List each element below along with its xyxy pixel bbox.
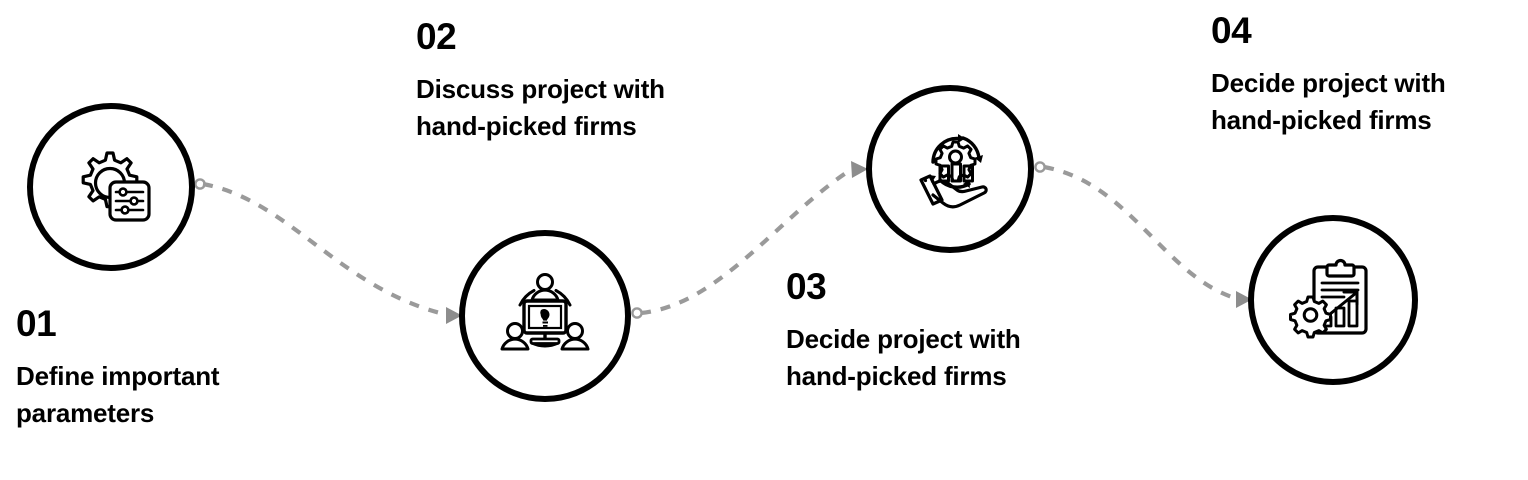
step-text-02: 02 Discuss project with hand-picked firm… [416,18,665,145]
connector-start-dot-icon [194,178,206,190]
team-meeting-monitor-idea-icon [500,273,590,351]
step-number-01: 01 [16,303,57,344]
hand-holding-gear-process-icon [919,134,988,209]
step-number-02: 02 [416,16,457,57]
step-caption-02: Discuss project with hand-picked firms [416,71,665,145]
connector-path [202,181,449,318]
step-text-03: 03 Decide project with hand-picked firms [786,268,1021,395]
clipboard-growth-chart-gear-icon [1289,258,1368,339]
connector-path [1043,164,1239,302]
step-caption-04-line1: Decide project with [1211,68,1446,98]
step-caption-02-line1: Discuss project with [416,74,665,104]
step-number-03: 03 [786,266,827,307]
step-caption-03-line2: hand-picked firms [786,360,1007,391]
step-caption-03-line1: Decide project with [786,324,1021,354]
step-caption-01-line1: Define important [16,361,220,391]
step-circle-01[interactable] [27,103,195,271]
step-circle-02[interactable] [459,230,631,402]
connector-01-to-02 [194,178,462,324]
step-caption-03: Decide project with hand-picked firms [786,321,1021,395]
connector-start-dot-icon [631,307,643,319]
step-caption-02-line2: hand-picked firms [416,110,637,141]
step-number-04: 04 [1211,10,1252,51]
step-caption-04-line2: hand-picked firms [1211,104,1432,135]
step-text-04: 04 Decide project with hand-picked firms [1211,12,1446,139]
step-circle-03[interactable] [866,85,1034,253]
step-circle-04[interactable] [1248,215,1418,385]
step-caption-04: Decide project with hand-picked firms [1211,65,1446,139]
connector-start-dot-icon [1034,161,1046,173]
step-text-01: 01 Define important parameters [16,303,220,432]
step-caption-01: Define important parameters [16,358,220,432]
connector-03-to-04 [1034,161,1252,308]
step-caption-01-line2: parameters [16,397,155,428]
gear-settings-sliders-icon [81,151,151,222]
